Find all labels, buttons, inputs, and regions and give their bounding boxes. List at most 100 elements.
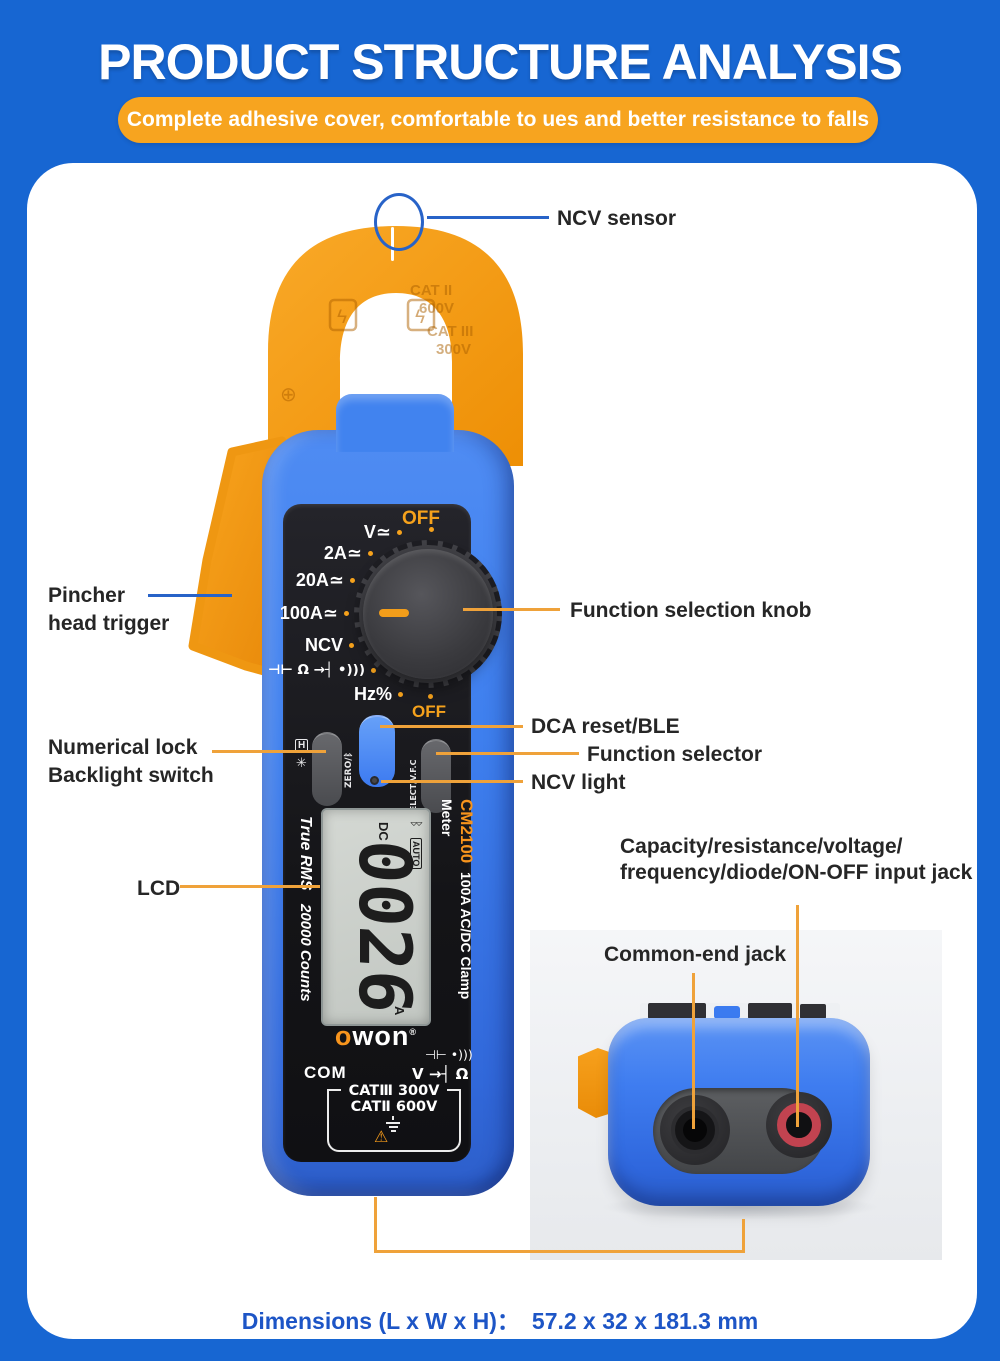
backlight-icon: ✳ [296, 756, 307, 771]
callout-line-ncv-light [381, 780, 523, 783]
dial-symbols-label: ⊣⊢ Ω →┤ •))) [268, 662, 365, 678]
callout-ncv-sensor: NCV sensor [557, 207, 677, 230]
callout-line-function-selector [436, 752, 579, 755]
zero-button-label: ZERO/ᛒ [344, 752, 354, 788]
capacitance-continuity-symbols: ⊣⊢ •))) [425, 1047, 473, 1062]
brand-logo: owon® [321, 1021, 431, 1052]
ncv-light-dot [370, 776, 379, 785]
callout-line-numerical-lock [212, 750, 326, 753]
clamp-cat3-label: CAT III [427, 323, 473, 340]
dial-label: NCV [304, 635, 343, 655]
dial-off-top: OFF [402, 508, 440, 529]
dial-label: 20A≃ [295, 570, 344, 590]
callout-common-jack: Common-end jack [604, 943, 787, 966]
callout-line-lcd [180, 885, 320, 888]
dial-position-v: V≃ [364, 522, 402, 543]
callout-pincher-line2: head trigger [48, 612, 170, 635]
dial-label: 100A≃ [279, 603, 338, 623]
callout-ncv-light: NCV light [531, 771, 626, 794]
bolt-badge-left [328, 298, 358, 332]
trigger-shape [188, 436, 287, 680]
model-label: CM2100 [457, 799, 476, 864]
dial-dot [398, 692, 403, 697]
bluetooth-icon: ᛒ [408, 820, 423, 828]
dial-position-ncv: NCV [305, 635, 354, 656]
callout-input-jack-line2: frequency/diode/ON-OFF input jack [620, 861, 973, 884]
dial-dot [429, 527, 434, 532]
callout-line-pincher [148, 594, 232, 597]
cat-rating-line1: CATⅢ 300V [348, 1083, 440, 1099]
counts-label: 20000 Counts [297, 904, 314, 1002]
dial-label: 2A≃ [323, 543, 362, 563]
common-jack-hole [683, 1118, 707, 1142]
select-button-label: SELECT/V.F.C [409, 759, 418, 817]
dial-dot [349, 643, 354, 648]
com-label: COM [304, 1063, 347, 1082]
ground-icon [386, 1116, 400, 1132]
dial-label: Hz% [353, 684, 392, 704]
page-title: PRODUCT STRUCTURE ANALYSIS [98, 34, 903, 90]
dial-off-bottom: OFF [412, 702, 446, 721]
dial-position-100a: 100A≃ [280, 603, 349, 624]
dimensions-label: Dimensions (L x W x H)： [241, 1308, 520, 1334]
dial-label: V≃ [363, 522, 391, 542]
true-rms-label: True RMS [297, 816, 314, 891]
bottom-view-blue-button-edge [714, 1006, 740, 1019]
callout-pincher-line1: Pincher [48, 584, 126, 607]
model-description: 100A AC/DC Clamp Meter [439, 799, 474, 1000]
dimension-bracket-right [742, 1219, 745, 1253]
ground-icon-bar [388, 1126, 398, 1128]
dial-dot [371, 667, 376, 673]
lcd-mode: DC [376, 822, 391, 841]
clamp-hinge [336, 394, 454, 452]
common-jack-ring [671, 1106, 719, 1154]
bottom-view-button-edge [800, 1004, 826, 1019]
callout-line-dca-reset [380, 725, 523, 728]
dial-dot [428, 694, 433, 699]
dimension-bracket-bottom [374, 1250, 745, 1253]
clamp-head: ϟ ϟ CAT II 600V CAT III 300V ⊕ [268, 226, 523, 466]
cat-rating-line2: CATⅡ 600V [350, 1099, 438, 1115]
callout-input-jack: Capacity/resistance/voltage/ frequency/d… [620, 834, 972, 886]
warning-icon: ⚠ [374, 1127, 389, 1146]
select-button [421, 739, 451, 813]
voltage-diode-ohm-symbols: V →┤ Ω [412, 1065, 469, 1083]
dial-position-2a: 2A≃ [324, 543, 373, 564]
dial-dot [350, 578, 355, 583]
dial-dot [397, 530, 402, 535]
lcd-display: ᛒ AUTO DC 0026 A [321, 808, 431, 1026]
callout-dca-reset: DCA reset/BLE [531, 715, 680, 738]
clamp-cat2-label: CAT II [410, 282, 452, 299]
callout-line-ncv-sensor [427, 216, 549, 219]
dial-dot [344, 611, 349, 616]
bolt-badge-right [406, 298, 436, 332]
dial-position-ohm-diode: ⊣⊢ Ω →┤ •))) [268, 662, 376, 678]
bottom-view-button-edge [648, 1003, 706, 1019]
knob-indicator [379, 609, 409, 617]
brand-logo-o: o [334, 1021, 353, 1051]
callout-numerical-lock-line1: Numerical lock [48, 736, 198, 759]
lcd-unit: A [392, 1006, 407, 1016]
side-text-left: True RMS 20000 Counts [296, 816, 314, 1016]
input-jack-red-ring [777, 1103, 821, 1147]
callout-pincher-trigger: Pincher head trigger [48, 582, 169, 638]
dial-position-hz: Hz% [354, 684, 403, 705]
ground-icon-bar [392, 1116, 394, 1120]
bottom-view-button-edge [748, 1003, 792, 1019]
callout-function-selector: Function selector [587, 743, 763, 766]
pincher-trigger [188, 436, 287, 680]
bolt-icon: ϟ [415, 307, 425, 328]
brand-logo-rest: won [352, 1021, 410, 1051]
ground-icon-bar [390, 1130, 396, 1132]
dimensions-value: 57.2 x 32 x 181.3 mm [531, 1308, 759, 1334]
side-text-right: CM2100100A AC/DC Clamp Meter [438, 799, 476, 1033]
callout-input-jack-line1: Capacity/resistance/voltage/ [620, 835, 903, 858]
cat-rating-box [327, 1090, 461, 1152]
clamp-cat3-volts: 300V [436, 341, 471, 358]
footer-bar [0, 1339, 1000, 1361]
screw-icon: ⊕ [280, 384, 297, 406]
callout-numerical-lock: Numerical lock Backlight switch [48, 734, 214, 790]
dimensions-text: Dimensions (L x W x H)： 57.2 x 32 x 181.3… [0, 1302, 1000, 1336]
callout-line-common-jack [692, 973, 695, 1129]
